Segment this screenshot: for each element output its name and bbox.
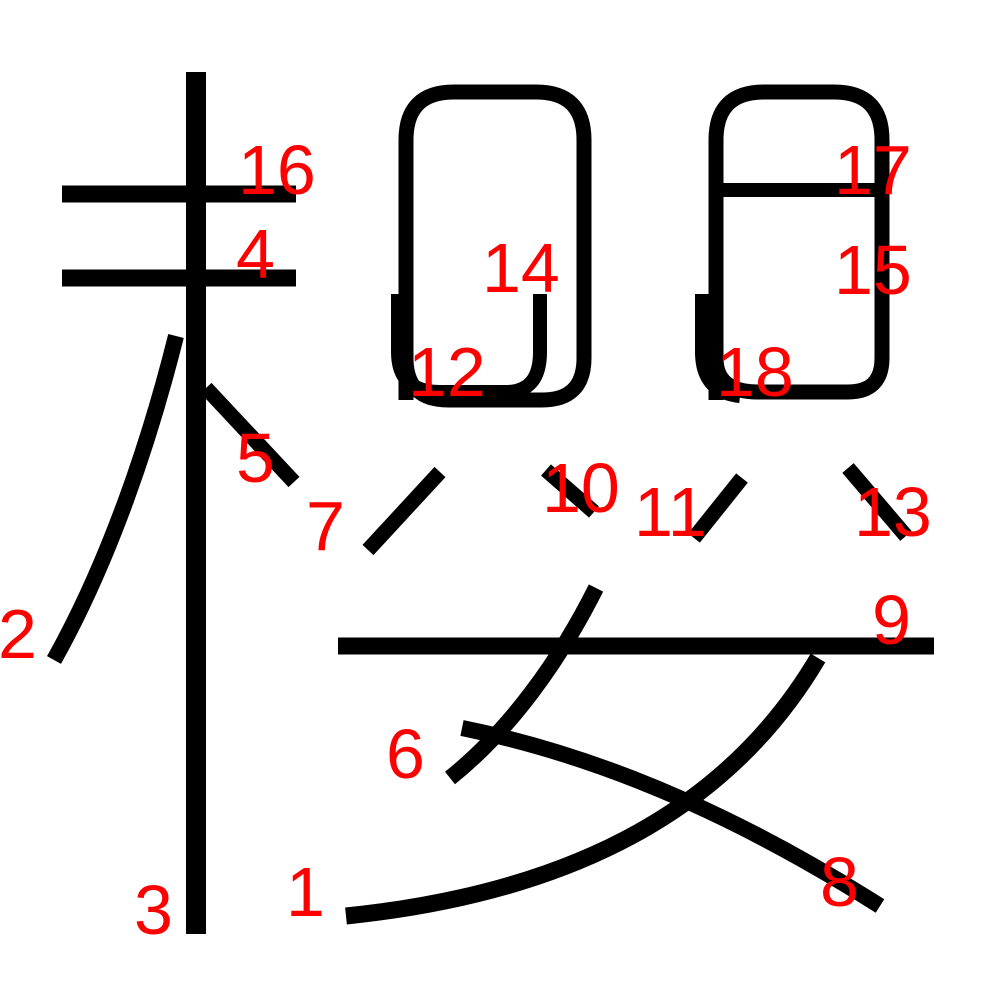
stroke-number-13: 13 bbox=[854, 473, 932, 551]
stroke-number-1: 1 bbox=[286, 853, 325, 931]
stroke-number-9: 9 bbox=[872, 581, 911, 659]
stroke-number-11: 11 bbox=[634, 473, 707, 551]
stroke-15 bbox=[708, 84, 890, 400]
stroke-10 bbox=[541, 464, 599, 518]
stroke-7 bbox=[362, 466, 446, 556]
stroke-6 bbox=[445, 584, 604, 785]
stroke-13 bbox=[842, 463, 912, 541]
stroke-number-5: 5 bbox=[236, 419, 275, 497]
character-strokes bbox=[47, 72, 934, 934]
stroke-number-16: 16 bbox=[238, 131, 316, 209]
stroke-number-labels: 16 4 5 2 3 1 12 14 18 17 15 7 10 11 13 9… bbox=[0, 131, 932, 949]
stroke-number-10: 10 bbox=[542, 449, 620, 527]
stroke-14 bbox=[391, 294, 547, 399]
stroke-5 bbox=[200, 382, 300, 488]
stroke-18 bbox=[695, 294, 742, 403]
stroke-number-7: 7 bbox=[306, 487, 345, 565]
stroke-number-15: 15 bbox=[834, 231, 912, 309]
stroke-number-14: 14 bbox=[482, 229, 560, 307]
stroke-number-2: 2 bbox=[0, 595, 37, 673]
stroke-number-6: 6 bbox=[386, 715, 425, 793]
stroke-number-12: 12 bbox=[408, 333, 486, 411]
stroke-11 bbox=[688, 473, 748, 543]
stroke-1 bbox=[345, 653, 826, 925]
stroke-number-4: 4 bbox=[236, 215, 275, 293]
stroke-number-8: 8 bbox=[820, 843, 859, 921]
stroke-number-3: 3 bbox=[134, 871, 173, 949]
stroke-2 bbox=[47, 334, 184, 664]
stroke-number-17: 17 bbox=[834, 131, 912, 209]
stroke-number-18: 18 bbox=[716, 333, 794, 411]
